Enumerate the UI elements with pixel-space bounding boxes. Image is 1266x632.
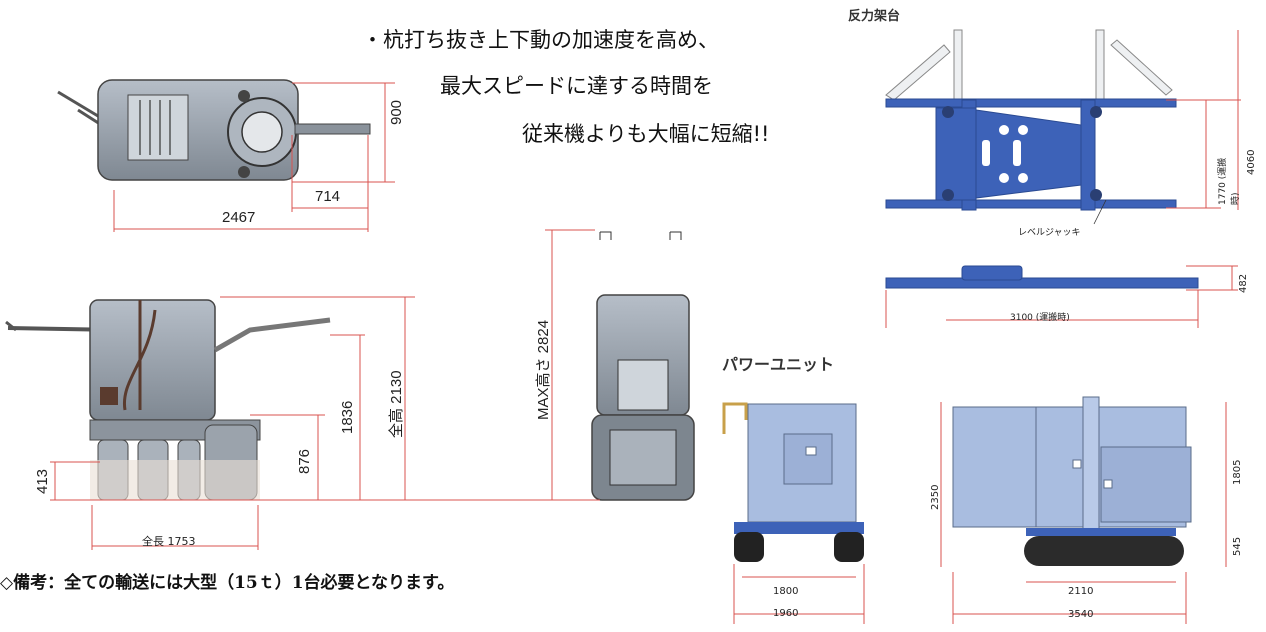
dim-3540: 3540 bbox=[1068, 609, 1094, 620]
machine-top-view bbox=[57, 79, 371, 181]
side-view-dimension-lines bbox=[50, 229, 600, 550]
dim-545: 545 bbox=[1232, 536, 1243, 556]
dim-1836: 1836 bbox=[339, 400, 356, 434]
dim-1960: 1960 bbox=[773, 608, 799, 619]
transport-remark: ◇備考：全ての輸送には大型（15ｔ）1台必要となります。 bbox=[0, 573, 455, 593]
dim-width-900: 900 bbox=[388, 99, 405, 125]
dim-total-height-2130: 全高 2130 bbox=[388, 370, 405, 438]
dim-2110: 2110 bbox=[1068, 586, 1094, 597]
dim-3100-transport: 3100 (運搬時) bbox=[1010, 313, 1070, 323]
dim-4060: 4060 bbox=[1246, 149, 1257, 175]
reaction-frame-drawing bbox=[885, 29, 1241, 328]
dim-482: 482 bbox=[1238, 273, 1249, 293]
power-unit-title: パワーユニット bbox=[722, 355, 835, 374]
dim-max-height-2824: MAX高さ 2824 bbox=[535, 319, 552, 420]
power-unit-drawing bbox=[722, 396, 1227, 624]
headline-line-3: 従来機よりも大幅に短縮!! bbox=[522, 122, 770, 146]
dim-2350: 2350 bbox=[930, 484, 941, 510]
dim-876: 876 bbox=[296, 448, 313, 474]
dim-1770-transport: 1770 (運搬時) bbox=[1218, 157, 1241, 205]
machine-drawings bbox=[5, 79, 695, 550]
dim-total-length-1753: 全長 1753 bbox=[142, 535, 196, 548]
reaction-frame-title: 反力架台 bbox=[848, 9, 901, 24]
dim-1800: 1800 bbox=[773, 586, 799, 597]
machine-front-view bbox=[591, 231, 695, 501]
machine-side-view bbox=[5, 299, 331, 501]
dim-length-2467: 2467 bbox=[222, 209, 256, 226]
dim-head-714: 714 bbox=[315, 188, 341, 205]
headline-line-2: 最大スピードに達する時間を bbox=[440, 74, 713, 98]
dim-1805: 1805 bbox=[1232, 459, 1243, 485]
headline-line-1: ・杭打ち抜き上下動の加速度を高め、 bbox=[362, 28, 719, 52]
dim-413: 413 bbox=[34, 468, 51, 494]
level-jack-label: レベルジャッキ bbox=[1018, 228, 1081, 238]
top-view-dimension-lines bbox=[113, 82, 395, 232]
